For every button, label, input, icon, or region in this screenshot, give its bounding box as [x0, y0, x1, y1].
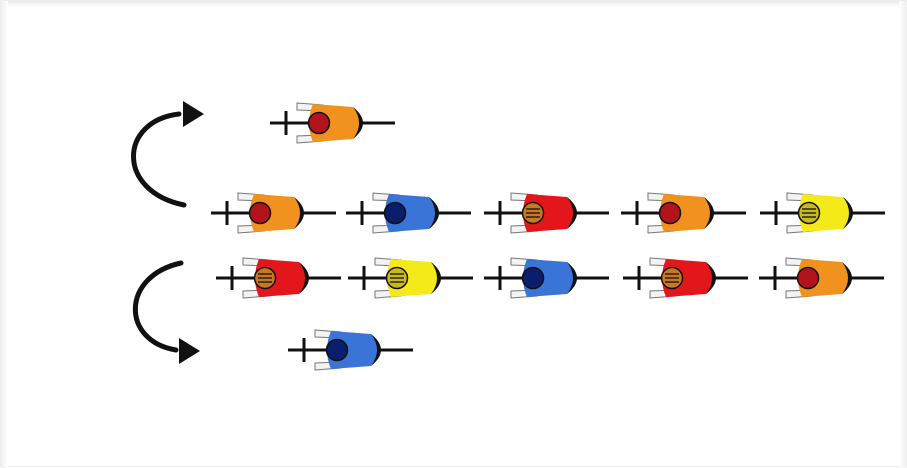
helmet [798, 268, 819, 289]
helmet [660, 203, 681, 224]
helmet [327, 340, 348, 361]
cyclist-blue [288, 330, 413, 370]
cyclist-red [484, 193, 609, 233]
top-single-row [270, 103, 395, 143]
rotate-up-arrow-icon [133, 101, 204, 205]
cyclist-orange [270, 103, 395, 143]
cyclist-yellow [760, 193, 885, 233]
cyclist-blue [346, 193, 471, 233]
bottom-single-row [288, 330, 413, 370]
rotation-arrows [133, 101, 204, 364]
cyclist-orange [621, 193, 746, 233]
helmet [385, 203, 406, 224]
cyclist-red [623, 258, 748, 298]
cyclist-yellow [348, 258, 473, 298]
helmet [250, 203, 271, 224]
cyclist-orange [211, 193, 336, 233]
cyclist-orange [759, 258, 884, 298]
cyclists [211, 103, 885, 370]
cyclist-blue [484, 258, 609, 298]
rotate-down-arrow-icon [135, 263, 200, 364]
upper-paceline-row [211, 193, 885, 233]
lower-paceline-row [216, 258, 884, 298]
helmet [309, 113, 330, 134]
cyclist-red [216, 258, 341, 298]
helmet [523, 268, 544, 289]
